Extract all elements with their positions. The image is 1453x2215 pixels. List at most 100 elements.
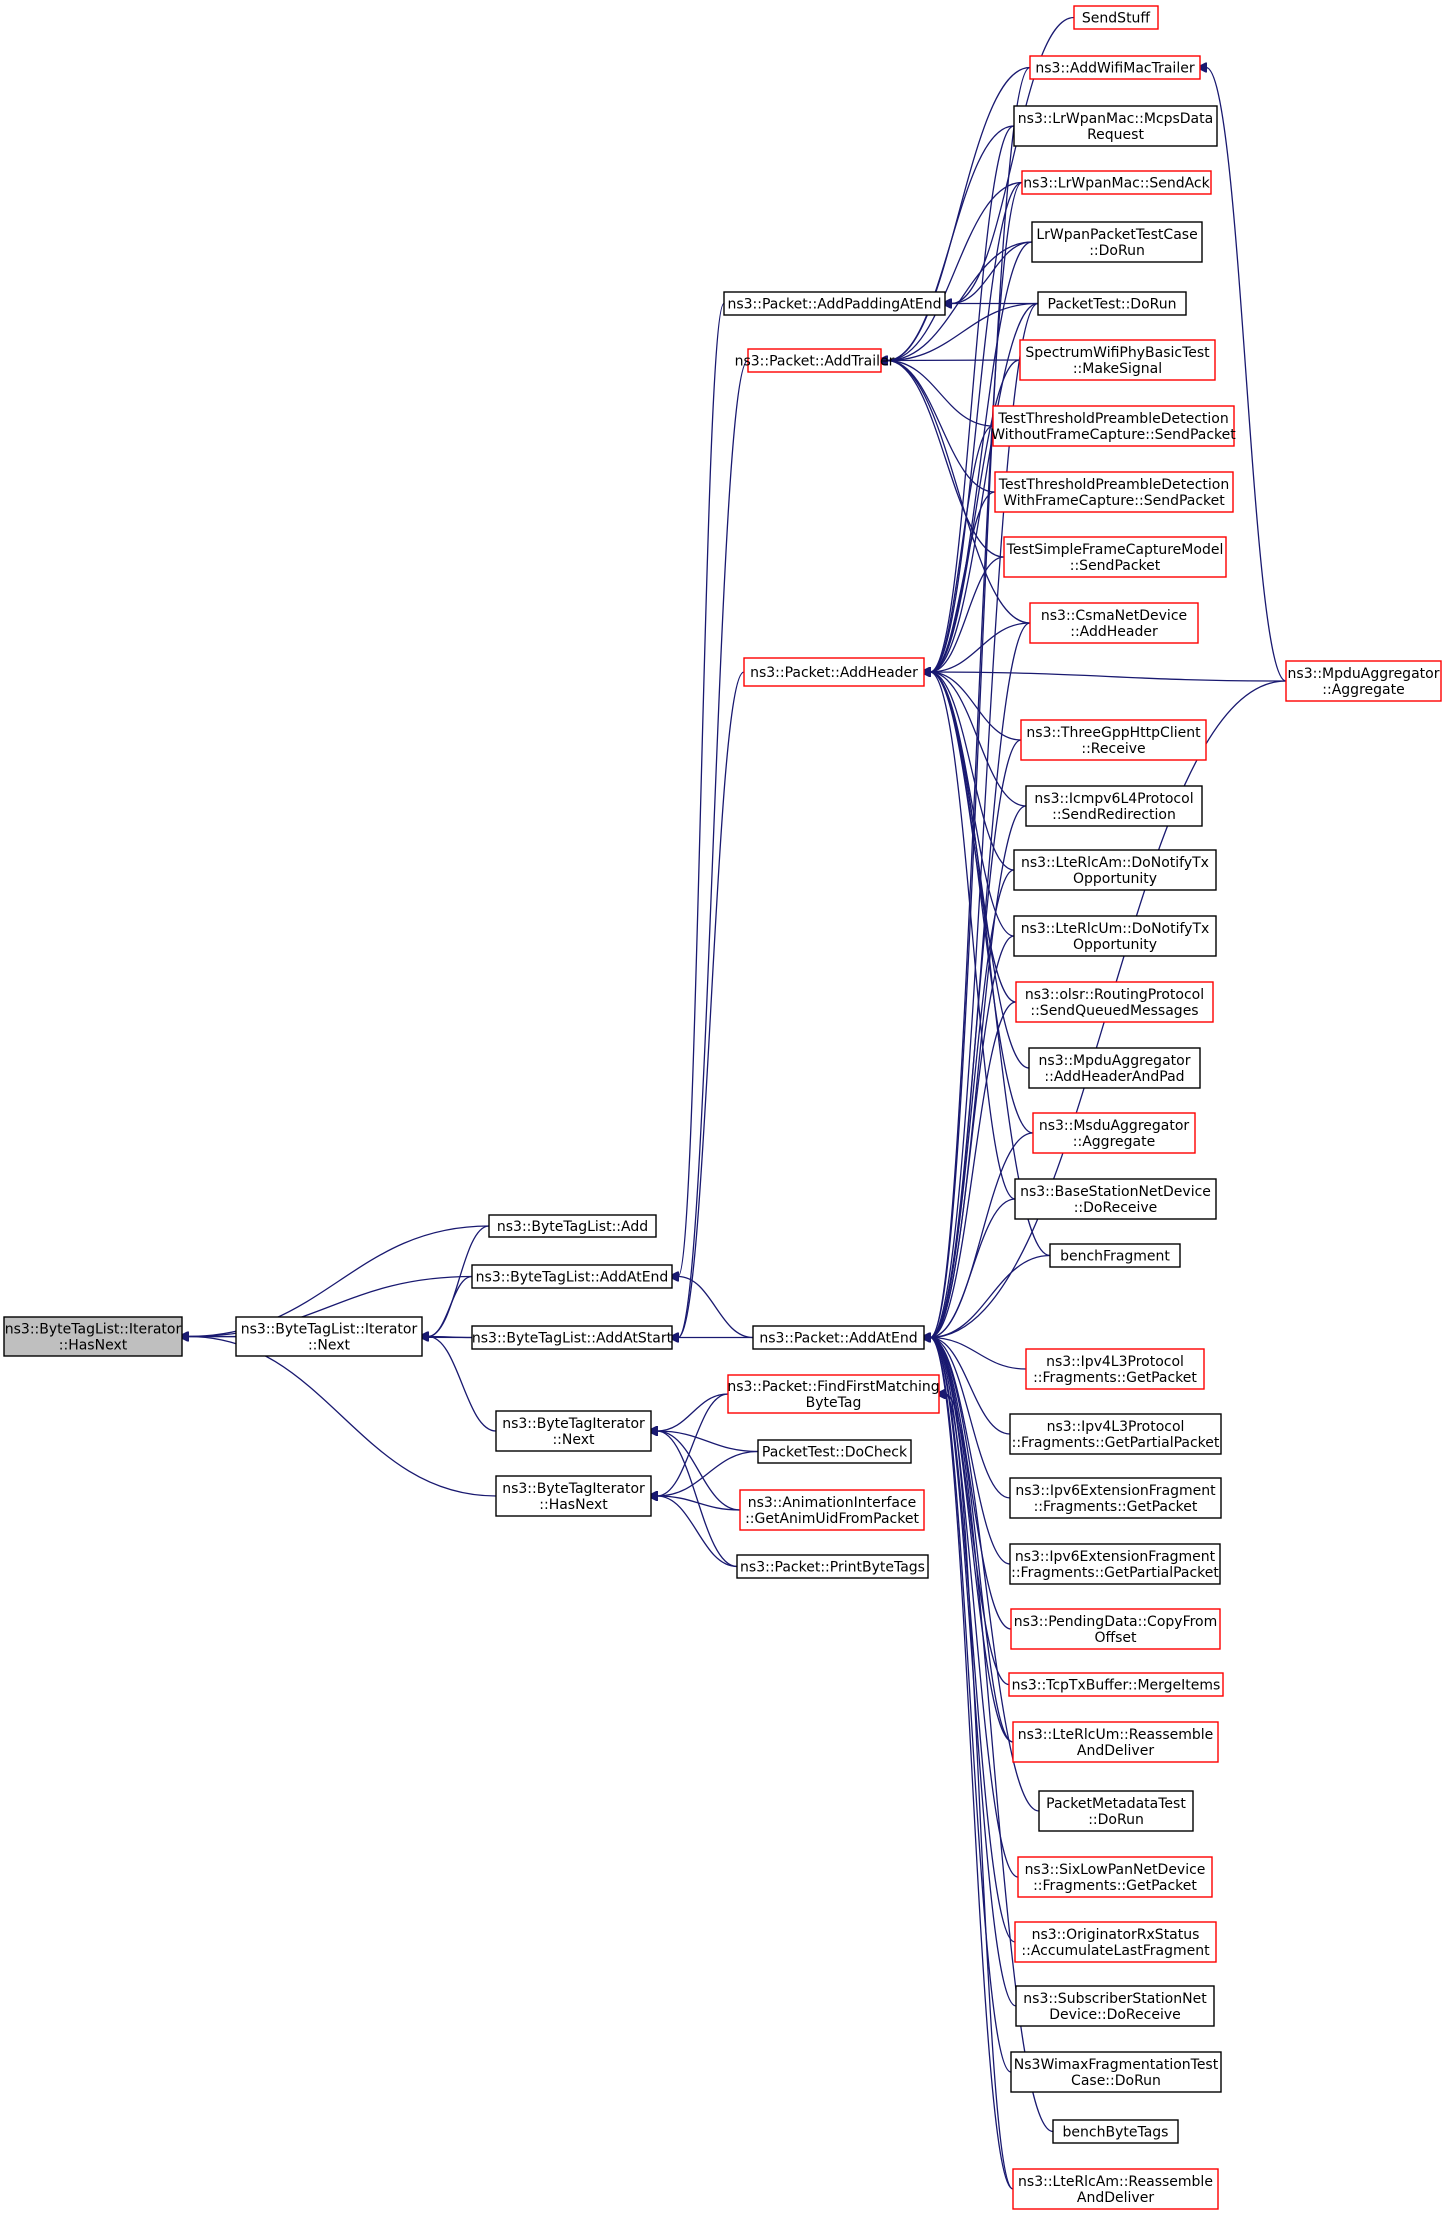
graph-node[interactable]: ns3::Ipv6ExtensionFragment::Fragments::G… — [1009, 1543, 1221, 1585]
node-box[interactable] — [1009, 1413, 1222, 1455]
node-box[interactable] — [994, 471, 1234, 513]
node-box[interactable] — [1014, 1921, 1217, 1963]
node-box[interactable] — [1008, 1672, 1224, 1697]
graph-node[interactable]: ns3::ByteTagIterator::HasNext — [495, 1475, 652, 1517]
node-box[interactable] — [1285, 660, 1442, 702]
node-box[interactable] — [1049, 1243, 1181, 1268]
graph-node[interactable]: TestThresholdPreambleDetectionWithoutFra… — [991, 405, 1236, 447]
node-box[interactable] — [1003, 536, 1227, 578]
graph-node[interactable]: ns3::ByteTagList::AddAtStart — [471, 1325, 673, 1350]
graph-node[interactable]: ns3::Ipv6ExtensionFragment::Fragments::G… — [1009, 1477, 1222, 1519]
graph-node[interactable]: ns3::Packet::AddPaddingAtEnd — [723, 291, 946, 316]
node-box[interactable] — [1009, 1477, 1222, 1519]
graph-node[interactable]: TestThresholdPreambleDetectionWithFrameC… — [994, 471, 1234, 513]
node-box[interactable] — [1012, 2168, 1219, 2210]
graph-node[interactable]: ns3::ByteTagList::AddAtEnd — [471, 1264, 673, 1289]
node-box[interactable] — [495, 1475, 652, 1517]
graph-node[interactable]: ns3::Packet::PrintByteTags — [736, 1554, 929, 1579]
graph-node[interactable]: ns3::AnimationInterface::GetAnimUidFromP… — [739, 1489, 925, 1531]
node-box[interactable] — [1038, 1790, 1194, 1832]
node-box[interactable] — [1029, 55, 1201, 80]
graph-node[interactable]: ns3::SixLowPanNetDevice::Fragments::GetP… — [1017, 1856, 1213, 1898]
graph-node[interactable]: ns3::Packet::AddTrailer — [735, 348, 895, 373]
graph-node[interactable]: PacketTest::DoCheck — [757, 1439, 912, 1464]
node-box[interactable] — [1010, 2051, 1222, 2093]
graph-node[interactable]: ns3::Ipv4L3Protocol::Fragments::GetParti… — [1009, 1413, 1222, 1455]
graph-node[interactable]: ns3::Icmpv6L4Protocol::SendRedirection — [1025, 785, 1203, 827]
node-box[interactable] — [1032, 1112, 1196, 1154]
graph-node[interactable]: ns3::ThreeGppHttpClient::Receive — [1020, 719, 1207, 761]
node-box[interactable] — [1015, 1985, 1215, 2027]
node-box[interactable] — [1009, 1543, 1221, 1585]
node-box[interactable] — [1017, 1856, 1213, 1898]
graph-node[interactable]: benchByteTags — [1052, 2119, 1179, 2144]
node-box[interactable] — [1025, 1348, 1205, 1390]
node-box[interactable] — [757, 1439, 912, 1464]
graph-node[interactable]: ns3::ByteTagList::Iterator::Next — [235, 1316, 423, 1357]
graph-node[interactable]: PacketTest::DoRun — [1037, 291, 1187, 316]
graph-node[interactable]: ns3::olsr::RoutingProtocol::SendQueuedMe… — [1015, 981, 1214, 1023]
node-box[interactable] — [743, 657, 925, 687]
node-box[interactable] — [752, 1325, 925, 1350]
graph-node[interactable]: benchFragment — [1049, 1243, 1181, 1268]
node-box[interactable] — [495, 1410, 652, 1452]
node-box[interactable] — [1028, 1047, 1201, 1089]
graph-node[interactable]: ns3::Ipv4L3Protocol::Fragments::GetPacke… — [1025, 1348, 1205, 1390]
graph-node[interactable]: SendStuff — [1073, 5, 1159, 30]
node-box[interactable] — [736, 1554, 929, 1579]
node-box[interactable] — [1073, 5, 1159, 30]
node-box[interactable] — [235, 1316, 423, 1357]
node-box[interactable] — [747, 348, 882, 373]
graph-node[interactable]: ns3::Packet::AddAtEnd — [752, 1325, 925, 1350]
graph-node[interactable]: ns3::SubscriberStationNetDevice::DoRecei… — [1015, 1985, 1215, 2027]
node-box[interactable] — [1012, 1721, 1219, 1763]
node-box[interactable] — [992, 405, 1235, 447]
node-box[interactable] — [1015, 981, 1214, 1023]
node-box[interactable] — [471, 1325, 673, 1350]
node-box[interactable] — [1037, 291, 1187, 316]
graph-node[interactable]: ns3::LrWpanMac::SendAck — [1021, 170, 1212, 195]
graph-node[interactable]: ns3::MsduAggregator::Aggregate — [1032, 1112, 1196, 1154]
graph-node[interactable]: ns3::CsmaNetDevice::AddHeader — [1029, 602, 1199, 644]
node-box[interactable] — [1013, 849, 1217, 891]
node-box[interactable] — [1031, 221, 1203, 263]
node-box[interactable] — [1020, 719, 1207, 761]
node-box[interactable] — [1013, 915, 1217, 957]
graph-node[interactable]: SpectrumWifiPhyBasicTest::MakeSignal — [1019, 339, 1216, 381]
graph-node[interactable]: ns3::Packet::AddHeader — [743, 657, 925, 687]
node-box[interactable] — [3, 1316, 183, 1357]
graph-node[interactable]: ns3::OriginatorRxStatus::AccumulateLastF… — [1014, 1921, 1217, 1963]
node-box[interactable] — [1014, 1178, 1217, 1220]
graph-node[interactable]: ns3::ByteTagList::Add — [488, 1214, 657, 1238]
graph-node[interactable]: PacketMetadataTest::DoRun — [1038, 1790, 1194, 1832]
node-box[interactable] — [1025, 785, 1203, 827]
graph-node[interactable]: ns3::MpduAggregator::AddHeaderAndPad — [1028, 1047, 1201, 1089]
node-box[interactable] — [739, 1489, 925, 1531]
node-box[interactable] — [727, 1374, 940, 1414]
graph-node[interactable]: TestSimpleFrameCaptureModel::SendPacket — [1003, 536, 1227, 578]
node-box[interactable] — [1021, 170, 1212, 195]
graph-node[interactable]: ns3::TcpTxBuffer::MergeItems — [1008, 1672, 1224, 1697]
graph-node[interactable]: ns3::MpduAggregator::Aggregate — [1285, 660, 1442, 702]
node-box[interactable] — [1029, 602, 1199, 644]
graph-node[interactable]: ns3::ByteTagIterator::Next — [495, 1410, 652, 1452]
node-box[interactable] — [1013, 105, 1218, 147]
node-box[interactable] — [471, 1264, 673, 1289]
node-box[interactable] — [488, 1214, 657, 1238]
node-box[interactable] — [1019, 339, 1216, 381]
node-box[interactable] — [1052, 2119, 1179, 2144]
graph-node[interactable]: ns3::ByteTagList::Iterator::HasNext — [3, 1316, 183, 1357]
graph-node[interactable]: ns3::BaseStationNetDevice::DoReceive — [1014, 1178, 1217, 1220]
graph-node[interactable]: ns3::AddWifiMacTrailer — [1029, 55, 1201, 80]
node-box[interactable] — [1010, 1608, 1221, 1650]
node-box[interactable] — [723, 291, 946, 316]
graph-node[interactable]: LrWpanPacketTestCase::DoRun — [1031, 221, 1203, 263]
